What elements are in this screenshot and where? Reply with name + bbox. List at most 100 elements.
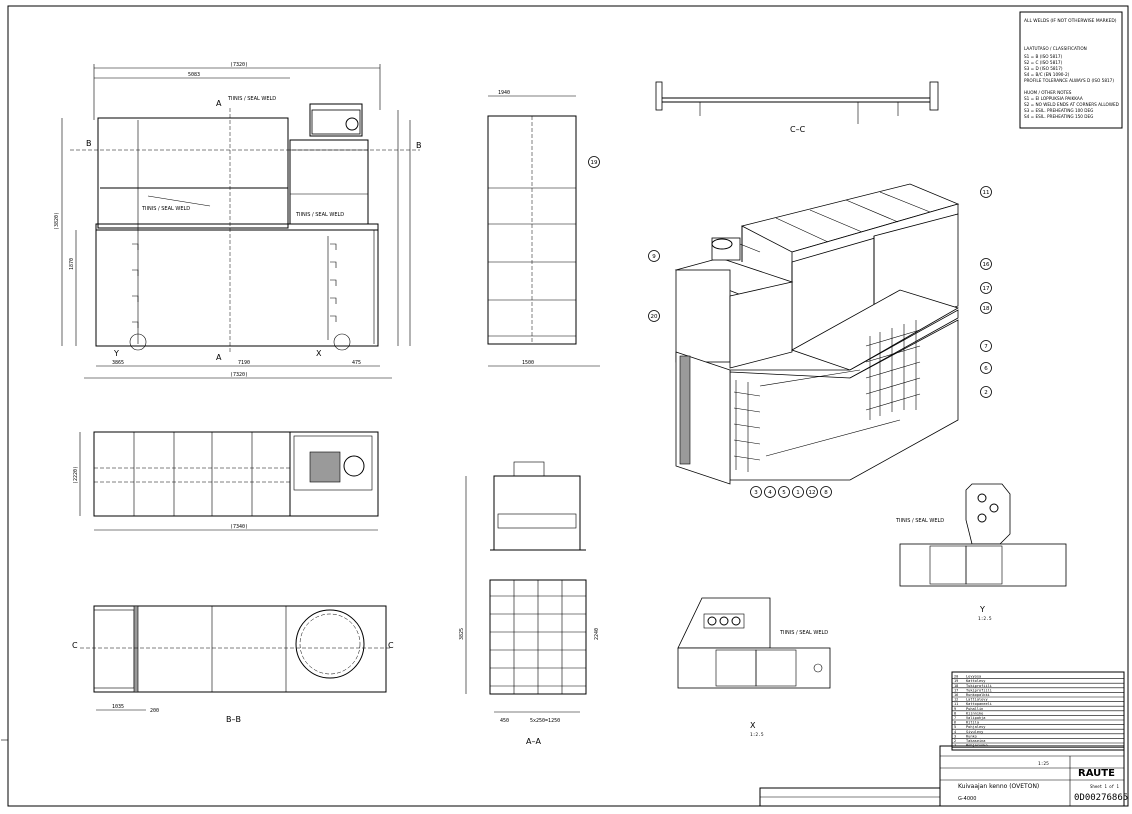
parts-list-row: 9 Puhallin: [952, 707, 1124, 712]
detail-y-scale: 1:2.5: [978, 616, 992, 622]
plan-view: (7340) (2220): [73, 431, 379, 531]
dim-bb-right: 200: [150, 708, 159, 714]
dim-bottom-mid: 7190: [238, 360, 250, 366]
svg-text:Pohjalevy: Pohjalevy: [966, 725, 986, 729]
dim-aa-height: 3825: [459, 628, 465, 640]
dim-overall-top: (7320): [230, 62, 248, 68]
detail-marker-y: Y: [113, 349, 119, 358]
dim-plan-height: (2220): [73, 466, 79, 484]
section-marker-b-left: B: [86, 139, 92, 148]
part-balloon: 3: [750, 486, 762, 498]
svg-text:19: 19: [954, 679, 958, 683]
weld-label-top: TIINIS / SEAL WELD: [227, 96, 276, 102]
svg-text:2: 2: [984, 390, 988, 396]
svg-text:Puhallin: Puhallin: [966, 707, 983, 711]
section-marker-b-right: B: [416, 141, 422, 150]
part-balloon: 2: [980, 386, 992, 398]
main-elevation-view: (7320) 5083 (3820) 1870: [54, 62, 422, 379]
dim-bottom-total: (7320): [230, 372, 248, 378]
svg-text:7: 7: [984, 344, 988, 350]
section-marker-c-right: C: [388, 641, 394, 650]
detail-label-x: X: [750, 721, 756, 730]
part-balloon: 1: [792, 486, 804, 498]
parts-list-row: 2 Takaseina: [952, 739, 1124, 744]
weld-note-line: S4 = B/C (EN 1090-2): [1024, 72, 1070, 77]
svg-text:5: 5: [782, 490, 786, 496]
section-aa-view: 450 5x250=1250 3825 2240 A–A: [459, 461, 600, 746]
svg-text:6: 6: [954, 721, 956, 725]
weld-label-detail-x: TIINIS / SEAL WELD: [779, 630, 828, 636]
svg-text:17: 17: [954, 688, 958, 692]
svg-text:Kiinnike: Kiinnike: [966, 711, 983, 715]
dim-height-left: (3820): [54, 212, 60, 230]
dim-bottom-right: 475: [352, 360, 361, 366]
weld-note-line: S3 = ESIL. PREHEATING 100 DEG: [1024, 108, 1093, 113]
detail-label-y: Y: [979, 605, 985, 614]
weld-note-line: HUOM / OTHER NOTES: [1024, 90, 1072, 95]
svg-text:9: 9: [652, 254, 656, 260]
svg-text:18: 18: [983, 306, 990, 312]
svg-text:7: 7: [954, 716, 956, 720]
dim-bottom-left: 3865: [112, 360, 124, 366]
sheet-border: [7, 5, 1129, 807]
weld-note-line: S1 = EI LOPPUKSIA PAIKKAA: [1024, 96, 1083, 101]
svg-text:Takaseina: Takaseina: [966, 739, 985, 743]
section-marker-c-left: C: [72, 641, 78, 650]
detail-y-view: TIINIS / SEAL WELD Y 1:2.5: [895, 483, 1067, 622]
svg-text:20: 20: [651, 314, 658, 320]
side-view: 1940 1500: [487, 90, 600, 367]
svg-text:Sivulevy: Sivulevy: [966, 730, 984, 734]
svg-text:8: 8: [954, 711, 956, 715]
part-balloon: 20: [648, 310, 660, 322]
svg-text:Lattialevy: Lattialevy: [966, 698, 988, 702]
weld-label-main: TIINIS / SEAL WELD: [141, 206, 190, 212]
svg-text:1: 1: [796, 490, 800, 496]
part-balloon: 5: [778, 486, 790, 498]
weld-notes-box: ALL WELDS (IF NOT OTHERWISE MARKED) LAAT…: [1019, 11, 1123, 129]
dim-plan-width: (7340): [230, 524, 248, 530]
drawing-subtitle: G-4000: [958, 796, 976, 802]
weld-label-right: TIINIS / SEAL WELD: [295, 212, 344, 218]
dim-bb: 1035: [112, 704, 124, 710]
svg-text:Tukiprofiili: Tukiprofiili: [966, 684, 992, 688]
drawing-number: 0D00276865: [1074, 793, 1128, 803]
section-label-bb: B–B: [226, 715, 241, 724]
svg-text:12: 12: [809, 490, 816, 496]
part-balloon: 11: [980, 186, 992, 198]
parts-list-row: 8 Kiinnike: [952, 711, 1124, 716]
weld-note-line: S4 = ESIL. PREHEATING 150 DEG: [1024, 114, 1093, 119]
part-balloon: 19: [588, 156, 600, 168]
svg-text:11: 11: [983, 190, 990, 196]
dim-aa-bottom2: 5x250=1250: [530, 718, 560, 724]
svg-text:2: 2: [954, 739, 956, 743]
title-block: RAUTE Kuivaajan kenno (OVETON) G-4000 0D…: [759, 745, 1128, 807]
weld-note-line: S2 = C (ISO 5817): [1024, 60, 1063, 65]
svg-text:Tukiprofiili: Tukiprofiili: [966, 688, 992, 692]
weld-note-line: LAATUTASO / CLASSIFICATION: [1024, 46, 1087, 51]
part-balloon: 17: [980, 282, 992, 294]
dim-side-width: 1940: [498, 90, 510, 96]
weld-note-line: S3 = D (ISO 5817): [1024, 66, 1063, 71]
svg-text:20: 20: [954, 675, 958, 679]
svg-text:9: 9: [954, 707, 956, 711]
weld-notes-title: ALL WELDS (IF NOT OTHERWISE MARKED): [1024, 18, 1117, 24]
svg-text:3: 3: [754, 490, 758, 496]
section-cc-view: C–C: [655, 81, 939, 134]
section-label-cc: C–C: [790, 125, 806, 134]
part-balloon: 18: [980, 302, 992, 314]
svg-text:Ritila: Ritila: [966, 721, 979, 725]
svg-text:3: 3: [954, 734, 956, 738]
drawing-title: Kuivaajan kenno (OVETON): [958, 783, 1039, 790]
dim-side-depth: 1500: [522, 360, 534, 366]
svg-text:Kattolevy: Kattolevy: [966, 679, 986, 683]
part-balloon: 16: [980, 258, 992, 270]
section-label-aa: A–A: [526, 737, 541, 746]
